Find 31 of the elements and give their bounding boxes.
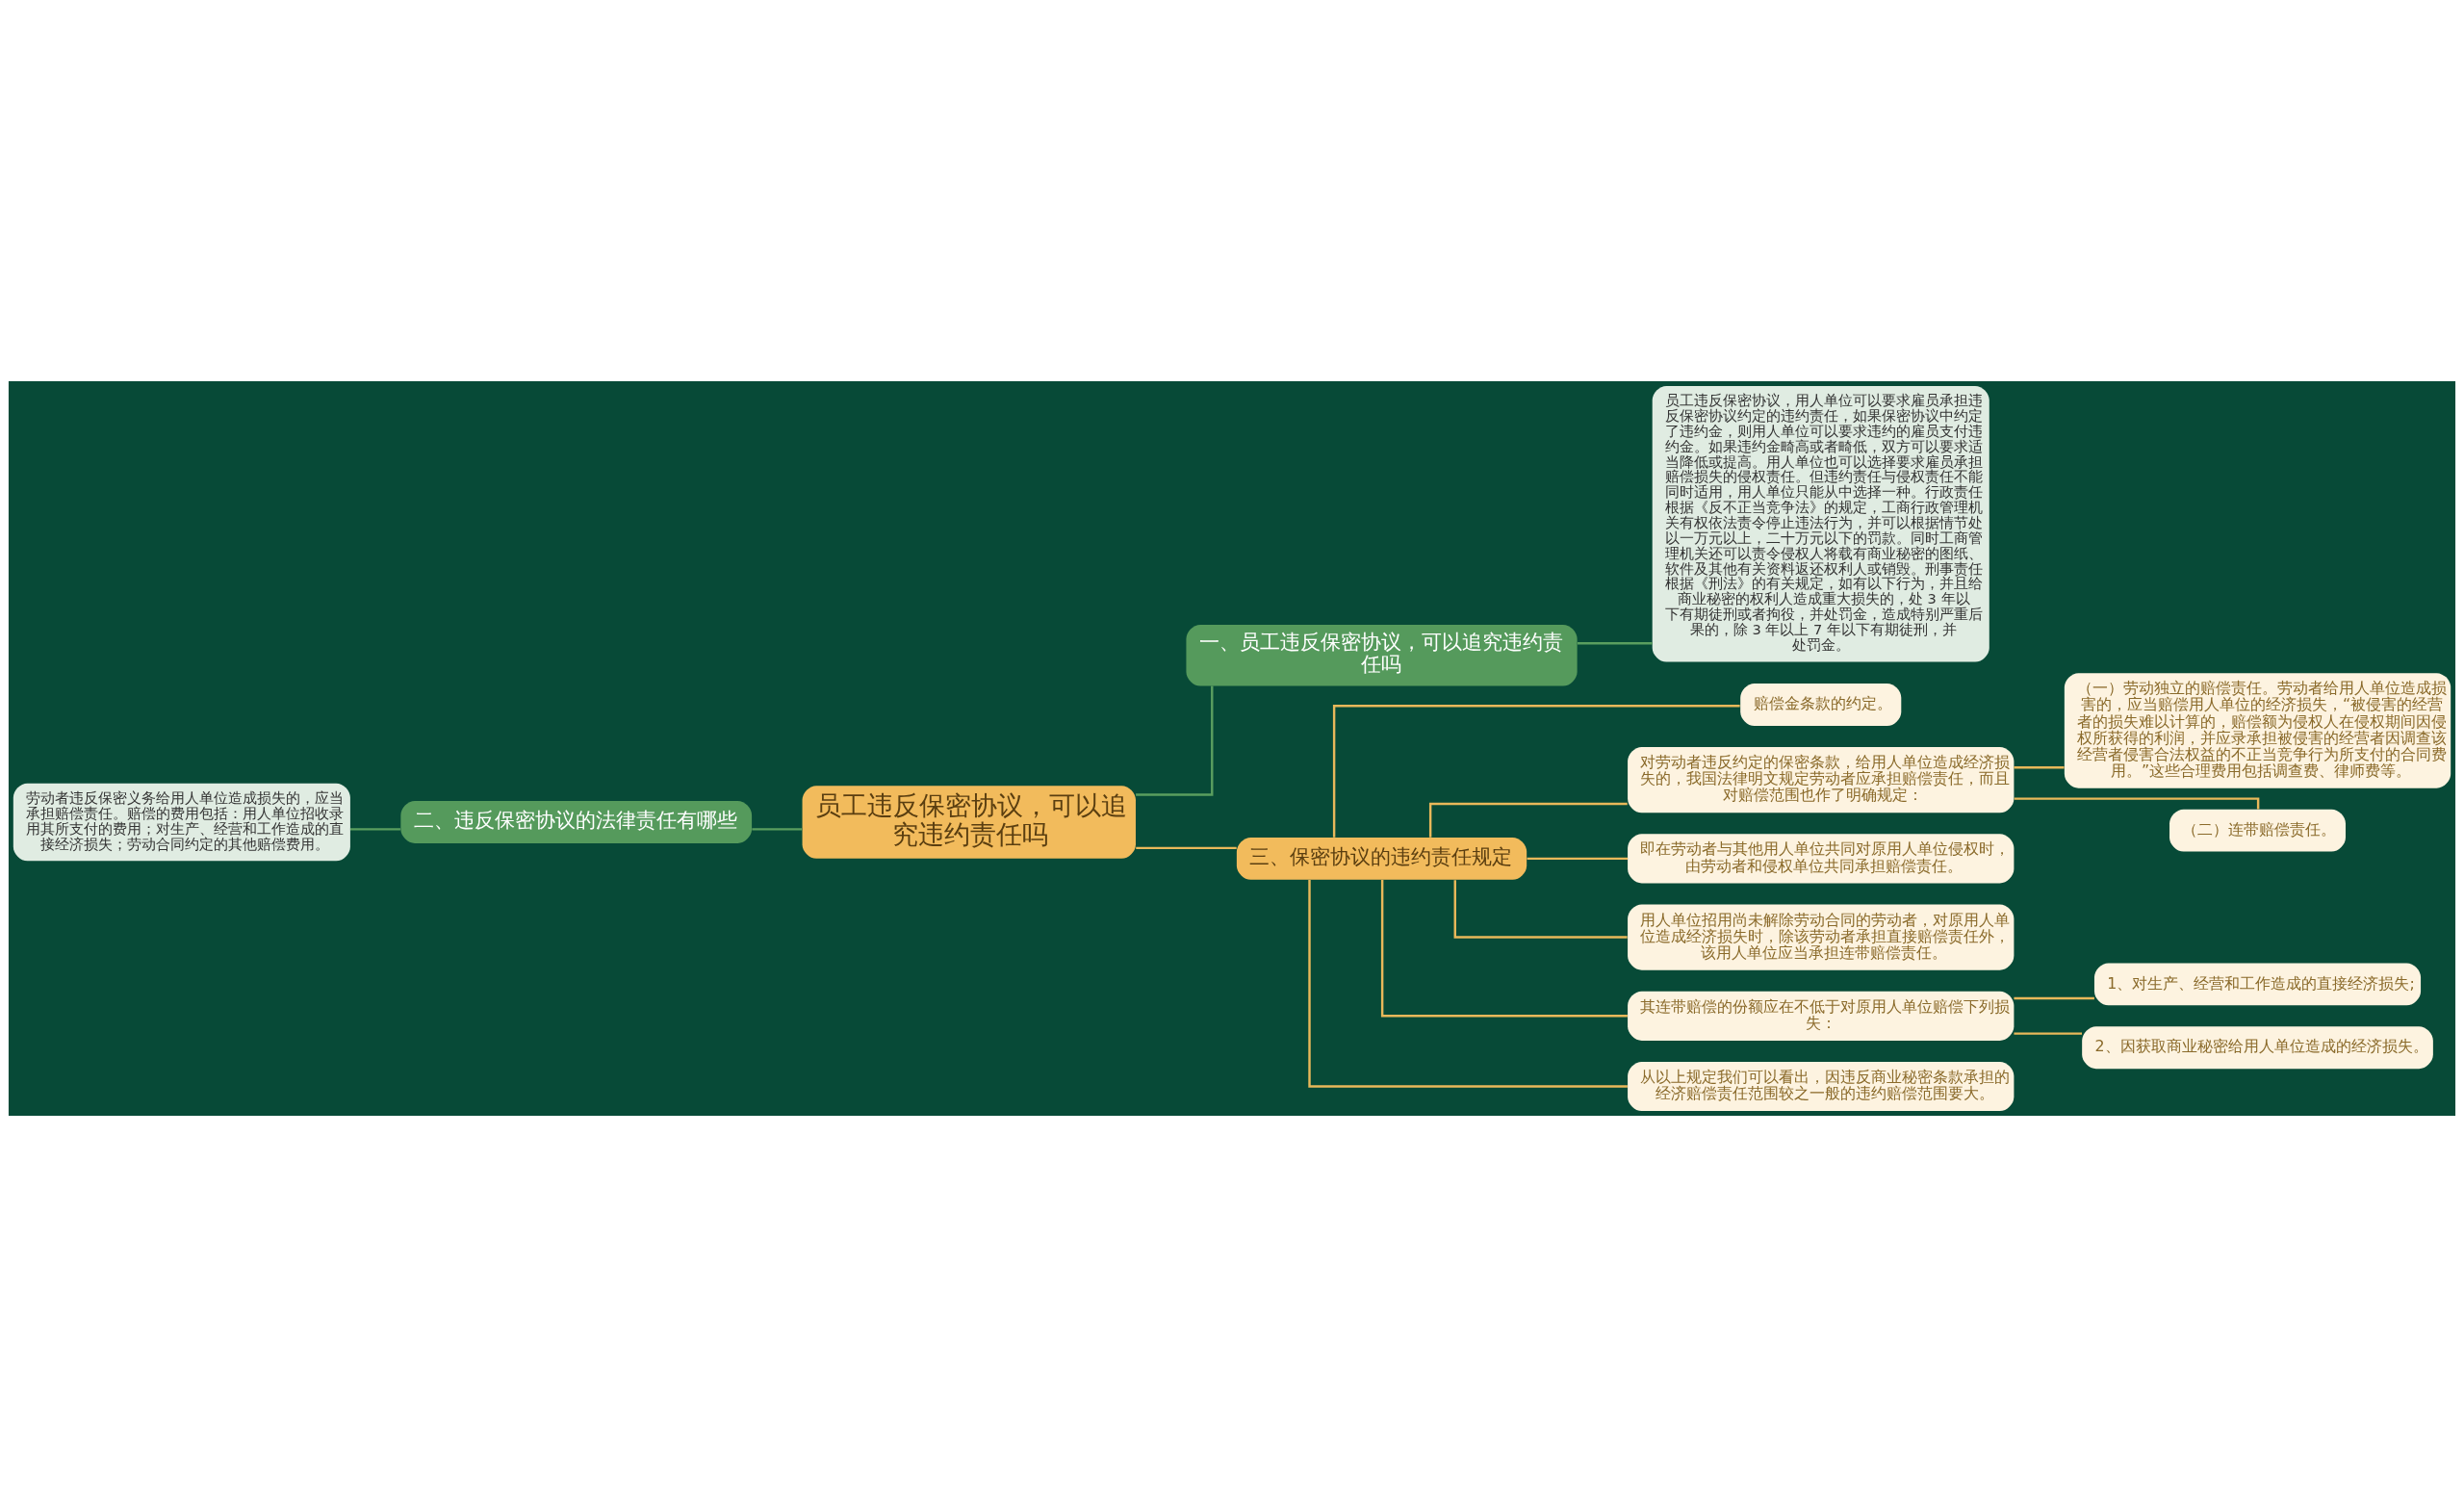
connector [1308,880,1628,1088]
node-box: 用人单位招用尚未解除劳动合同的劳动者，对原用人单位造成经济损失时，除该劳动者承担直接赔偿责任外，该用人单位应当承担连带赔偿责任。 [1628,904,2015,970]
node-box: 2、因获取商业秘密给用人单位造成的经济损失。 [2082,1026,2433,1070]
connector [1428,802,1628,838]
connector [2014,766,2065,769]
node-box: 劳动者违反保密义务给用人单位造成损失的，应当承担赔偿责任。赔偿的费用包括：用人单位招收录用其所支付的费用；对生产、经营和工作造成的直接经济损失；劳动合同约定的其他赔偿费用。 [13,783,350,862]
node-box: 员工违反保密协议，可以追究违约责任吗 [802,786,1136,859]
node-box: 从以上规定我们可以看出，因违反商业秘密条款承担的经济赔偿责任范围较之一般的违约赔偿范围要大。 [1628,1061,2015,1112]
connector [1527,857,1629,861]
node-box: 即在劳动者与其他用人单位共同对原用人单位侵权时，由劳动者和侵权单位共同承担赔偿责任。 [1628,834,2015,884]
node-box: 其连带赔偿的份额应在不低于对原用人单位赔偿下列损失： [1628,991,2015,1041]
node-box: 三、保密协议的违约责任规定 [1236,837,1527,880]
connector [752,828,803,831]
node-box: 对劳动者违反约定的保密条款，给用人单位造成经济损失的，我国法律明文规定劳动者应承担赔偿责任，而且对赔偿范围也作了明确规定： [1628,747,2015,813]
connector [349,828,400,831]
node-box: 赔偿金条款的约定。 [1740,684,1902,726]
node-box: （二）连带赔偿责任。 [2169,809,2346,852]
connector [2014,797,2260,810]
connector [1380,879,1628,1018]
node-box: （一）劳动独立的赔偿责任。劳动者给用人单位造成损害的，应当赔偿用人单位的经济损失，“被侵害的经营者的损失难以计算的，赔偿额为侵权人在侵权期间因侵权所获得的利润，并应录承担被侵害的经营者因调查该经营者侵害合法权益的不正当竞争行为所支付的合同费用。”这些合理费用包括调查费、律师费等。 [2064,673,2451,788]
connector [1136,685,1214,796]
connector [1136,846,1237,850]
connector [1332,705,1740,838]
node-box: 1、对生产、经营和工作造成的直接经济损失; [2093,963,2422,1006]
connector [1577,642,1653,645]
node-box: 二、违反保密协议的法律责任有哪些 [400,801,753,843]
connector [2014,1032,2082,1035]
node-box: 一、员工违反保密协议，可以追究违约责任吗 [1186,625,1578,686]
connector [2014,996,2094,1000]
node-box: 员工违反保密协议，用人单位可以要求雇员承担违反保密协议约定的违约责任，如果保密协议中约定了违约金，则用人单位可以要求违约的雇员支付违约金。如果违约金畸高或者畸低，双方可以要求适当降低或提高。用人单位也可以选择要求雇员承担赔偿损失的侵权责任。但违约责任与侵权责任不能同时适用，用人单位只能从中选择一种。行政责任根据《反不正当竞争法》的规定，工商行政管理机关有权依法责令停止违法行为，并可以根据情节处以一万元以上，二十万元以下的罚款。同时工商管理机关还可以责令侵权人将载有商业秘密的图纸、软件及其他有关资料返还权利人或销毁。刑事责任根据《刑法》的有关规定，如有以下行为，并且给商业秘密的权利人造成重大损失的，处 3 年以下有期徒刑或者拘役，并处罚金，造成特别严重后果的，除 3 年以上 7 年以下有期徒刑，并处罚金。 [1652,385,1989,662]
connector [1453,880,1628,939]
